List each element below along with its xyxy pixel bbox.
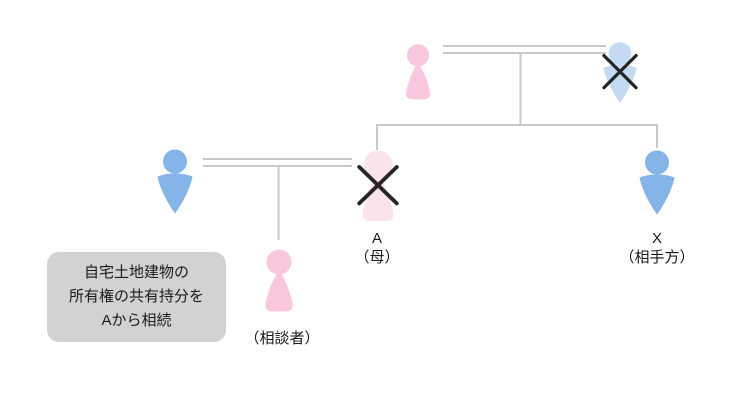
male-silhouette (603, 42, 637, 103)
person-grandfather-deceased (602, 42, 638, 107)
label-x-role: （相手方） (619, 249, 695, 266)
male-silhouette (639, 150, 675, 215)
female-silhouette (265, 249, 293, 312)
person-grandmother (402, 43, 434, 103)
male-icon (639, 150, 675, 215)
male-icon (602, 42, 638, 103)
label-consultant-role: （相談者） (244, 330, 320, 347)
label-a-name: A (371, 230, 382, 247)
female-icon (405, 44, 431, 100)
label-a-mother: A （母） (327, 229, 427, 267)
connector-lines (203, 45, 658, 240)
label-consultant: （相談者） (232, 329, 332, 348)
inheritance-note-text: 自宅土地建物の 所有権の共有持分を Aから相続 (68, 264, 204, 329)
male-silhouette (157, 149, 193, 214)
inheritance-note-box: 自宅土地建物の 所有権の共有持分を Aから相続 (47, 252, 226, 342)
deceased-x-mark (602, 53, 638, 90)
label-a-role: （母） (354, 249, 400, 266)
female-icon (265, 249, 293, 312)
deceased-x-mark (357, 165, 399, 206)
sibling-bar (376, 124, 658, 150)
person-father (156, 149, 194, 218)
label-x-name: X (651, 230, 662, 247)
female-silhouette (362, 150, 394, 222)
person-x-opponent (638, 150, 676, 219)
person-a-mother-deceased (357, 150, 399, 225)
male-icon (157, 149, 193, 214)
person-consultant (261, 249, 297, 315)
female-silhouette (405, 44, 431, 100)
label-x-opponent: X （相手方） (607, 229, 707, 267)
female-icon (357, 150, 399, 222)
